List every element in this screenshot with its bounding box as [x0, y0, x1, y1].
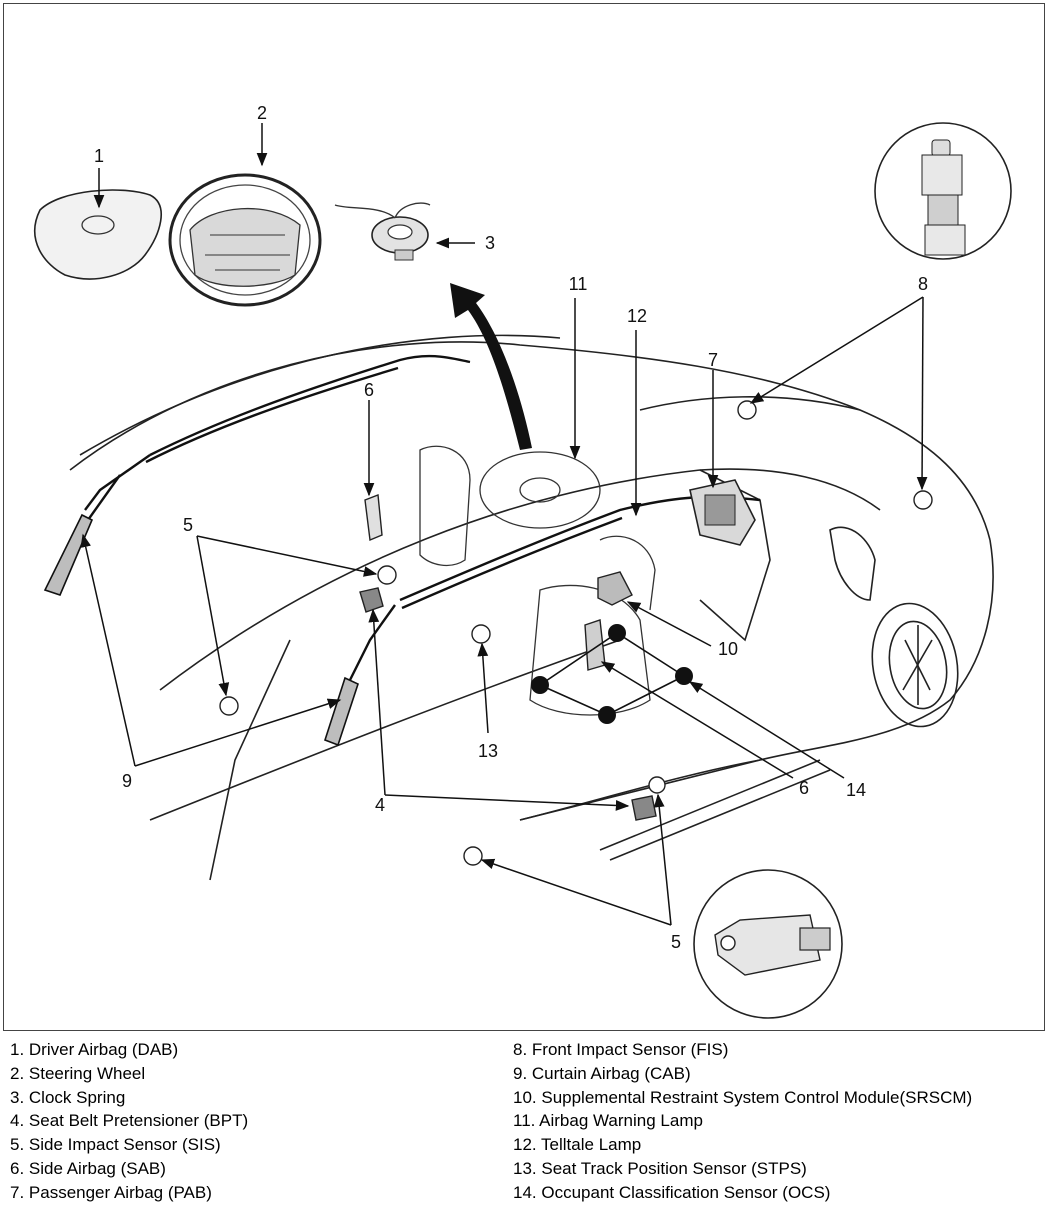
callout-8: 8 [918, 274, 928, 294]
cabin-steering-wheel [479, 451, 601, 529]
legend-item: 1. Driver Airbag (DAB) [10, 1040, 179, 1059]
leader-lines [80, 123, 928, 926]
callout-12: 12 [627, 306, 647, 326]
diagram-frame [3, 3, 1045, 1031]
legend-item: 12. Telltale Lamp [513, 1135, 642, 1155]
legend-item: 6. Side Airbag (SAB) [10, 1158, 166, 1178]
side-impact-sensor-inset [693, 869, 843, 1019]
legend-item: 13. Seat Track Position Sensor (STPS) [513, 1158, 807, 1178]
curtain-airbag-left-tube [43, 513, 94, 596]
front-impact-sensor-inset [874, 122, 1012, 260]
callout-2: 2 [257, 103, 267, 123]
curtain-airbag-right-tube [324, 676, 359, 747]
sensor-markers [219, 400, 933, 866]
occupant-classification-sensors [531, 624, 693, 724]
legend-item: 5. Side Impact Sensor (SIS) [10, 1135, 221, 1155]
legend-item: 2. Steering Wheel [10, 1063, 146, 1083]
legend-column-right: 8. Front Impact Sensor (FIS) 9. Curtain … [513, 1038, 972, 1205]
pretensioner-passenger [631, 795, 657, 821]
legend-item: 9. Curtain Airbag (CAB) [513, 1063, 691, 1083]
front-wheel [871, 602, 959, 728]
callout-5-bottom: 5 [671, 932, 681, 952]
parts-legend: 1. Driver Airbag (DAB) 2. Steering Wheel… [0, 1038, 1050, 1206]
assembly-arrow [450, 283, 532, 450]
curtain-airbag-left [84, 354, 471, 521]
srscm-module [597, 571, 633, 606]
legend-item: 3. Clock Spring [10, 1087, 126, 1107]
legend-item: 10. Supplemental Restraint System Contro… [513, 1087, 973, 1107]
callout-3: 3 [485, 233, 495, 253]
legend-column-left: 1. Driver Airbag (DAB) 2. Steering Wheel… [10, 1038, 248, 1205]
airbag-system-diagram: 1 2 3 8 11 12 7 6 5 10 13 9 6 14 4 5 [34, 103, 1012, 1019]
pretensioner-driver [359, 587, 384, 613]
legend-item: 8. Front Impact Sensor (FIS) [513, 1040, 729, 1059]
callout-13: 13 [478, 741, 498, 761]
legend-item: 7. Passenger Airbag (PAB) [10, 1182, 212, 1202]
callout-5-left: 5 [183, 515, 193, 535]
side-airbag-driver [364, 494, 383, 542]
seats [419, 445, 656, 716]
callout-6-bottom: 6 [799, 778, 809, 798]
callout-numbers: 1 2 3 8 11 12 7 6 5 10 13 9 6 14 4 5 [94, 103, 928, 952]
passenger-airbag [689, 479, 756, 546]
callout-11: 11 [569, 274, 588, 294]
callout-7: 7 [708, 350, 718, 370]
callout-9: 9 [122, 771, 132, 791]
callout-1: 1 [94, 146, 104, 166]
callout-14: 14 [846, 780, 866, 800]
legend-item: 4. Seat Belt Pretensioner (BPT) [10, 1111, 249, 1131]
callout-4: 4 [375, 795, 385, 815]
steering-wheel [168, 173, 322, 307]
clock-spring [334, 202, 431, 261]
legend-item: 11. Airbag Warning Lamp [513, 1111, 703, 1131]
driver-airbag [34, 189, 162, 280]
callout-10: 10 [718, 639, 738, 659]
callout-6-top: 6 [364, 380, 374, 400]
legend-item: 14. Occupant Classification Sensor (OCS) [513, 1182, 831, 1202]
